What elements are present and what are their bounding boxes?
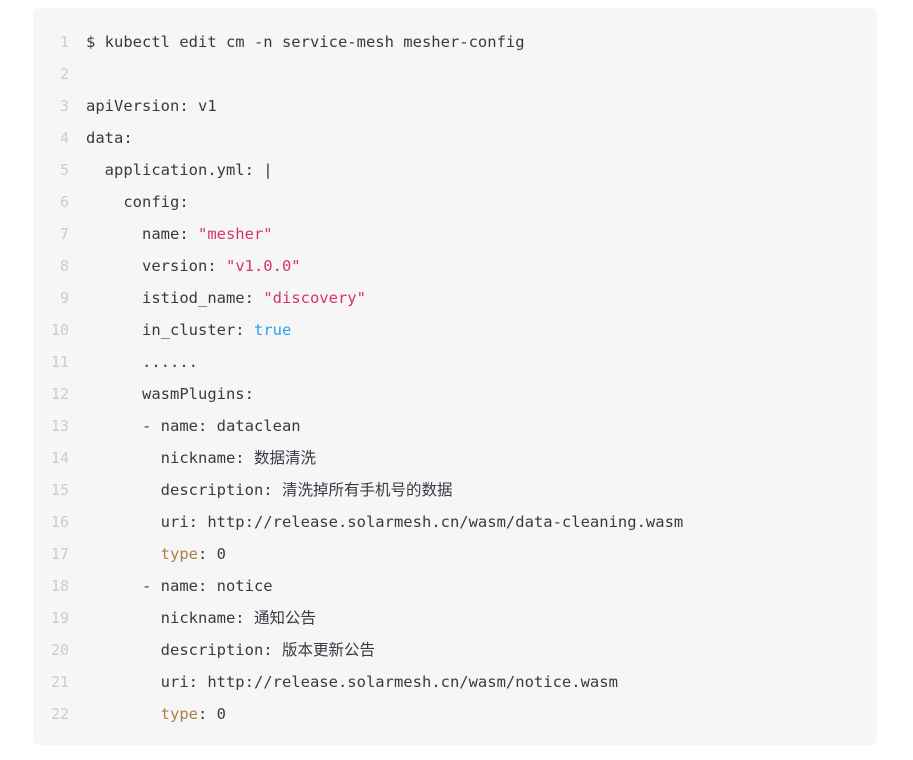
code-token-string: "v1.0.0" bbox=[225, 257, 301, 275]
code-token-plain-cjk: 版本更新公告 bbox=[281, 641, 375, 659]
code-line[interactable]: 2 bbox=[33, 58, 877, 90]
code-line[interactable]: 5 application.yml: | bbox=[33, 154, 877, 186]
code-line[interactable]: 4 data: bbox=[33, 122, 877, 154]
line-number: 1 bbox=[59, 33, 69, 51]
code-token-plain: nickname: bbox=[86, 609, 254, 627]
code-line[interactable]: 16 uri: http://release.solarmesh.cn/wasm… bbox=[33, 506, 877, 538]
line-number: 10 bbox=[50, 321, 69, 339]
code-token-plain-cjk: 清洗掉所有手机号的数据 bbox=[281, 481, 453, 499]
line-number: 13 bbox=[50, 417, 69, 435]
line-number: 16 bbox=[50, 513, 69, 531]
code-lines[interactable]: 1 $ kubectl edit cm -n service-mesh meshe… bbox=[33, 26, 877, 730]
line-number: 14 bbox=[50, 449, 69, 467]
code-line[interactable]: 15 description: 清洗掉所有手机号的数据 bbox=[33, 474, 877, 506]
code-token-plain: : 0 bbox=[197, 705, 226, 723]
code-line[interactable]: 14 nickname: 数据清洗 bbox=[33, 442, 877, 474]
code-line-content: ...... bbox=[86, 346, 198, 378]
code-line[interactable]: 3 apiVersion: v1 bbox=[33, 90, 877, 122]
code-line[interactable]: 17 type: 0 bbox=[33, 538, 877, 570]
line-number: 19 bbox=[50, 609, 69, 627]
code-token-string: "discovery" bbox=[263, 289, 366, 307]
code-line-content: nickname: 数据清洗 bbox=[86, 442, 316, 474]
code-token-plain: uri: http://release.solarmesh.cn/wasm/no… bbox=[86, 673, 618, 691]
code-line[interactable]: 6 config: bbox=[33, 186, 877, 218]
code-token-plain: description: bbox=[86, 481, 282, 499]
code-block: 1 $ kubectl edit cm -n service-mesh meshe… bbox=[33, 8, 877, 745]
code-token-plain: apiVersion: v1 bbox=[86, 97, 217, 115]
line-number: 12 bbox=[50, 385, 69, 403]
code-line[interactable]: 21 uri: http://release.solarmesh.cn/wasm… bbox=[33, 666, 877, 698]
line-number: 9 bbox=[59, 289, 69, 307]
code-line[interactable]: 19 nickname: 通知公告 bbox=[33, 602, 877, 634]
code-token-boolean: true bbox=[253, 321, 292, 339]
code-token-plain-cjk: 通知公告 bbox=[253, 609, 316, 627]
line-number: 4 bbox=[59, 129, 69, 147]
code-line[interactable]: 22 type: 0 bbox=[33, 698, 877, 730]
code-token-plain: nickname: bbox=[86, 449, 254, 467]
code-token-plain: in_cluster: bbox=[86, 321, 254, 339]
code-line-content: config: bbox=[86, 186, 189, 218]
line-number: 7 bbox=[59, 225, 69, 243]
code-line-content: nickname: 通知公告 bbox=[86, 602, 316, 634]
code-line-content: apiVersion: v1 bbox=[86, 90, 217, 122]
code-token-plain: istiod_name: bbox=[86, 289, 264, 307]
line-number: 8 bbox=[59, 257, 69, 275]
code-token-plain: name: bbox=[86, 225, 198, 243]
code-line-content: name: "mesher" bbox=[86, 218, 273, 250]
code-line[interactable]: 11 ...... bbox=[33, 346, 877, 378]
line-number: 20 bbox=[50, 641, 69, 659]
code-line[interactable]: 13 - name: dataclean bbox=[33, 410, 877, 442]
line-number: 3 bbox=[59, 97, 69, 115]
code-token-highlight_key: type bbox=[86, 545, 198, 563]
code-token-plain: : 0 bbox=[197, 545, 226, 563]
line-number: 6 bbox=[59, 193, 69, 211]
line-number: 22 bbox=[50, 705, 69, 723]
code-line[interactable]: 1 $ kubectl edit cm -n service-mesh meshe… bbox=[33, 26, 877, 58]
code-token-string: "mesher" bbox=[197, 225, 273, 243]
code-line-content: in_cluster: true bbox=[86, 314, 291, 346]
code-line-content: istiod_name: "discovery" bbox=[86, 282, 366, 314]
code-line-content: uri: http://release.solarmesh.cn/wasm/da… bbox=[86, 506, 684, 538]
code-token-plain: wasmPlugins: bbox=[86, 385, 254, 403]
code-token-plain: data: bbox=[86, 129, 133, 147]
code-token-plain: $ kubectl edit cm -n service-mesh mesher… bbox=[86, 33, 525, 51]
line-number: 18 bbox=[50, 577, 69, 595]
line-number: 21 bbox=[50, 673, 69, 691]
code-token-plain: uri: http://release.solarmesh.cn/wasm/da… bbox=[86, 513, 684, 531]
code-line-content: application.yml: | bbox=[86, 154, 273, 186]
code-line-content: type: 0 bbox=[86, 538, 226, 570]
line-number: 11 bbox=[50, 353, 69, 371]
code-token-plain: config: bbox=[86, 193, 189, 211]
line-number: 5 bbox=[59, 161, 69, 179]
code-line[interactable]: 10 in_cluster: true bbox=[33, 314, 877, 346]
code-line[interactable]: 9 istiod_name: "discovery" bbox=[33, 282, 877, 314]
code-line[interactable]: 18 - name: notice bbox=[33, 570, 877, 602]
code-line-content: version: "v1.0.0" bbox=[86, 250, 301, 282]
code-line-content: description: 清洗掉所有手机号的数据 bbox=[86, 474, 453, 506]
code-line-content: uri: http://release.solarmesh.cn/wasm/no… bbox=[86, 666, 618, 698]
line-number: 17 bbox=[50, 545, 69, 563]
code-token-plain: - name: notice bbox=[86, 577, 273, 595]
code-token-plain: - name: dataclean bbox=[86, 417, 301, 435]
code-line-content: - name: dataclean bbox=[86, 410, 301, 442]
code-token-plain-cjk: 数据清洗 bbox=[253, 449, 316, 467]
code-line-content: - name: notice bbox=[86, 570, 273, 602]
code-token-plain: description: bbox=[86, 641, 282, 659]
code-line[interactable]: 12 wasmPlugins: bbox=[33, 378, 877, 410]
code-token-plain: application.yml: | bbox=[86, 161, 273, 179]
code-line-content: description: 版本更新公告 bbox=[86, 634, 375, 666]
line-number: 2 bbox=[59, 65, 69, 83]
code-line[interactable]: 7 name: "mesher" bbox=[33, 218, 877, 250]
code-line[interactable]: 20 description: 版本更新公告 bbox=[33, 634, 877, 666]
code-token-highlight_key: type bbox=[86, 705, 198, 723]
line-number: 15 bbox=[50, 481, 69, 499]
code-line-content: data: bbox=[86, 122, 133, 154]
code-scroll-area[interactable]: 1 $ kubectl edit cm -n service-mesh meshe… bbox=[33, 8, 877, 745]
code-line[interactable]: 8 version: "v1.0.0" bbox=[33, 250, 877, 282]
code-token-plain: ...... bbox=[86, 353, 198, 371]
code-line-content: wasmPlugins: bbox=[86, 378, 254, 410]
code-token-plain: version: bbox=[86, 257, 226, 275]
code-line-content: $ kubectl edit cm -n service-mesh mesher… bbox=[86, 26, 525, 58]
code-line-content: type: 0 bbox=[86, 698, 226, 730]
